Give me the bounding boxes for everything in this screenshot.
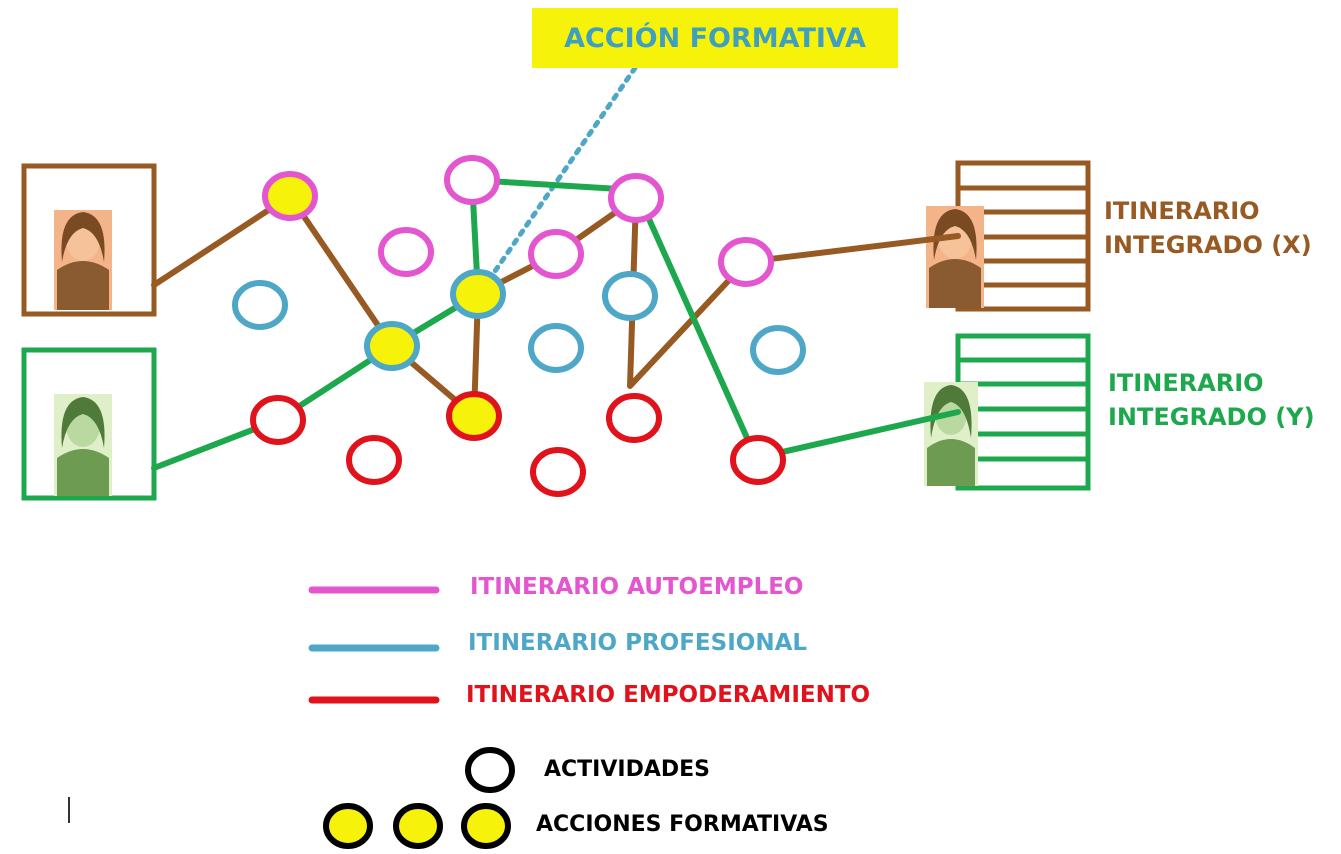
text-cursor [68, 797, 70, 823]
woman-portrait-icon [54, 210, 112, 310]
accion-formativa-callout: ACCIÓN FORMATIVA [532, 8, 898, 68]
activity-circle [606, 393, 662, 443]
itinerary-x-path [151, 193, 961, 419]
itinerary-y-label: ITINERARIO INTEGRADO (Y) [1108, 366, 1315, 434]
activity-circle [730, 435, 786, 485]
legend-formative-circle [393, 803, 443, 849]
itinerary-y-line1: ITINERARIO [1108, 369, 1264, 397]
legend-formative-circle [323, 803, 373, 849]
person-y-box [21, 347, 157, 501]
woman-portrait-icon [926, 206, 984, 308]
itinerary-x-line1: ITINERARIO [1104, 197, 1260, 225]
person-x-box [21, 163, 157, 317]
legend-profesional-label: ITINERARIO PROFESIONAL [468, 630, 808, 656]
legend-autoempleo-label: ITINERARIO AUTOEMPLEO [470, 574, 804, 600]
profesional-activities [232, 269, 806, 375]
activity-circle [602, 271, 658, 321]
callout-label: ACCIÓN FORMATIVA [564, 22, 866, 54]
activity-circle [528, 229, 584, 279]
activity-circle [528, 323, 584, 373]
activity-circle [444, 155, 500, 205]
activity-circle [446, 391, 502, 441]
legend-formative-circle [461, 803, 511, 849]
legend-empoderamiento-label: ITINERARIO EMPODERAMIENTO [466, 682, 871, 708]
itinerary-x-label: ITINERARIO INTEGRADO (X) [1104, 194, 1312, 262]
activity-circle [250, 395, 306, 445]
autoempleo-activities [262, 155, 774, 287]
activity-circle [608, 173, 664, 223]
woman-portrait-icon [924, 382, 978, 486]
empoderamiento-activities [250, 391, 786, 497]
activity-circle [718, 237, 774, 287]
activity-circle [364, 321, 420, 371]
woman-portrait-icon [54, 394, 112, 496]
activity-circle [378, 227, 434, 277]
legend-formative-actions-label: ACCIONES FORMATIVAS [536, 812, 829, 837]
activity-circle [530, 447, 586, 497]
legend-activities-label: ACTIVIDADES [544, 757, 710, 782]
activity-circle [262, 171, 318, 221]
itinerary-y-line2: INTEGRADO (Y) [1108, 403, 1315, 431]
itinerary-x-line2: INTEGRADO (X) [1104, 231, 1312, 259]
activity-circle [450, 269, 506, 319]
legend-activity-circle [465, 747, 515, 793]
activity-circle [750, 325, 806, 375]
activity-circle [232, 280, 288, 330]
itinerary-y-book [924, 333, 1091, 491]
activity-circle [346, 435, 402, 485]
callout-connector [479, 65, 638, 293]
